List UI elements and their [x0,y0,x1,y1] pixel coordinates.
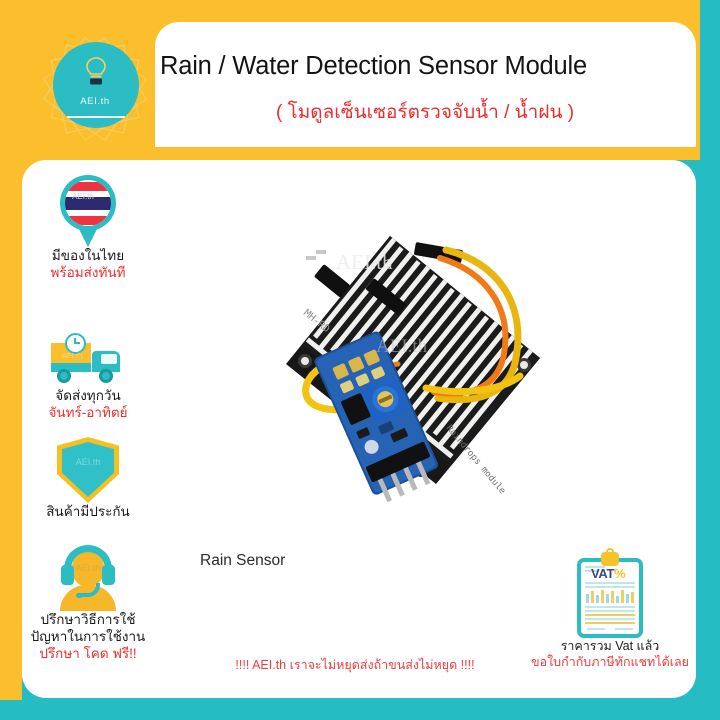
support-watermark: AEI.th [75,563,101,573]
shield-watermark: AEI.th [75,457,101,467]
badge-support-line3: ปรึกษา โคด ฟรี!! [39,646,137,661]
teal-bottom-border [0,698,720,720]
shield-icon: AEI.th [57,437,119,503]
product-caption: Rain Sensor [200,552,286,569]
vat-line2: ขอใบกำกับภาษีทักแชทได้เลย [531,655,689,669]
page-subtitle-thai: ( โมดูลเซ็นเซอร์ตรวจจับน้ำ / น้ำฝน ) [275,102,575,123]
title-card [155,22,696,147]
vat-percent: % [614,566,626,581]
badge-daily-shipping: AEI.th จัดส่งทุกวัน จันทร์-อาทิตย์ [22,333,154,421]
delivery-truck-icon: AEI.th [45,333,131,387]
product-photo: MH-RD Raindrops module [258,228,568,523]
vat-line1: ราคารวม Vat แล้ว [560,639,660,653]
page-title: Rain / Water Detection Sensor Module [160,52,587,80]
badge-in-stock: AEI.th มีของในไทย พร้อมส่งทันที [22,175,154,281]
promo-banner: !!!! AEI.th เราจะไม่หยุดส่งถ้าขนส่งไม่หย… [235,658,475,672]
headset-support-icon: AEI.th [48,543,128,611]
yellow-left-stripe [0,0,22,700]
logo-wordmark: AEI.th [80,96,110,107]
badge-warranty: AEI.th สินค้ามีประกัน [22,437,154,520]
location-pin-thai-flag-icon: AEI.th [60,175,116,247]
badge-support-line2: ปัญหาในการใช้งาน [30,629,146,644]
vat-clipboard-icon: VAT% [577,548,643,638]
lightbulb-icon [86,56,106,85]
badge-ship-line2: จันทร์-อาทิตย์ [48,405,128,420]
badge-support: AEI.th ปรึกษาวิธีการใช้ ปัญหาในการใช้งาน… [22,543,154,662]
pin-watermark: AEI.th [72,192,94,201]
badge-stock-line1: มีของในไทย [51,248,125,263]
vat-badge-text: VAT% [591,566,626,581]
badge-ship-line1: จัดส่งทุกวัน [55,388,121,403]
vat-info: VAT% ราคารวม Vat แล้ว ขอใบกำกับภาษีทักแช… [520,548,700,670]
brand-logo: AEI.th [34,24,156,156]
badge-warranty-line1: สินค้ามีประกัน [46,504,130,519]
badge-stock-line2: พร้อมส่งทันที [50,265,126,280]
logo-underline [67,116,125,118]
badge-support-line1: ปรึกษาวิธีการใช้ [40,612,136,627]
teal-right-border [696,0,720,720]
vat-label: VAT [591,566,615,581]
truck-watermark: AEI.th [61,351,83,360]
rain-sensor-illustration: MH-RD Raindrops module [286,236,540,503]
